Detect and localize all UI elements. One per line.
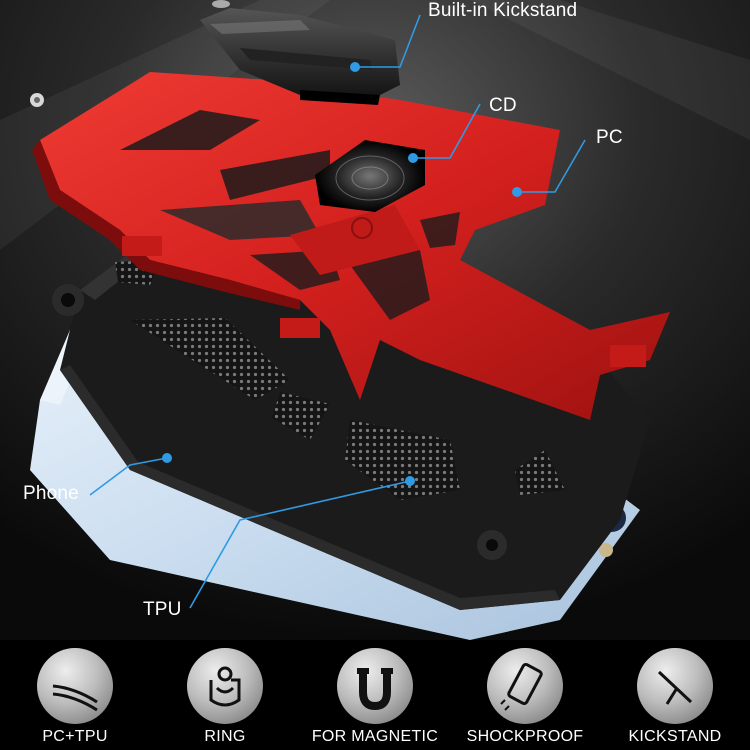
feature-shockproof: SHOCKPROOF: [450, 640, 600, 750]
kickstand-part: [200, 8, 400, 105]
callout-kickstand: Built-in Kickstand: [428, 0, 578, 21]
layers-icon: [37, 648, 113, 724]
magnet-icon: [337, 648, 413, 724]
callout-tpu: TPU: [143, 599, 182, 620]
phone-shock-icon: [487, 648, 563, 724]
feature-label: FOR MAGNETIC: [311, 728, 439, 745]
feature-kickstand: KICKSTAND: [600, 640, 750, 750]
callout-lines: [89, 14, 586, 609]
cd-ring: [315, 140, 425, 212]
callout-cd: CD: [489, 95, 517, 116]
feature-magnetic: FOR MAGNETIC: [300, 640, 450, 750]
feature-label: PC+TPU: [42, 728, 108, 745]
exploded-case-art: [0, 0, 750, 640]
feature-label: SHOCKPROOF: [466, 728, 584, 745]
pc-frame: [32, 72, 670, 420]
feature-pc-tpu: PC+TPU: [0, 640, 150, 750]
feature-row: PC+TPU RING FOR MAGNETIC: [0, 640, 750, 750]
kickstand-icon: [637, 648, 713, 724]
ring-holder-icon: [187, 648, 263, 724]
callout-pc: PC: [596, 127, 623, 148]
callout-dots: [162, 62, 522, 486]
feature-label: KICKSTAND: [628, 728, 722, 745]
feature-ring: RING: [150, 640, 300, 750]
feature-label: RING: [204, 728, 246, 745]
callout-phone: Phone: [23, 483, 79, 504]
